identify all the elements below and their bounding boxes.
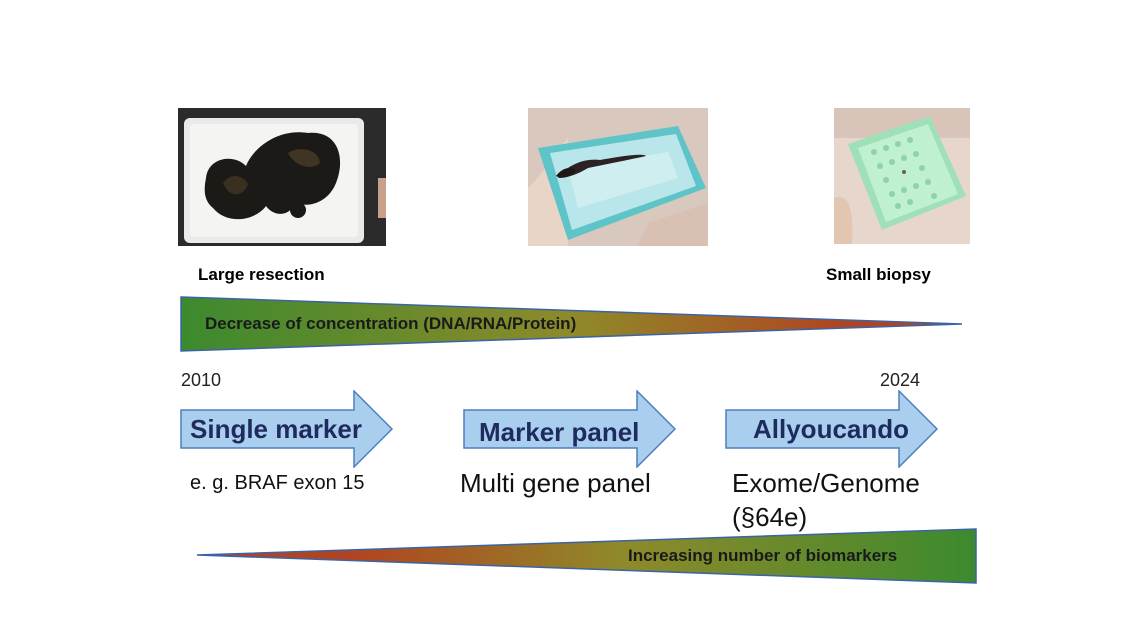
biomarker-label: Increasing number of biomarkers bbox=[628, 546, 898, 565]
small-biopsy-photo bbox=[834, 108, 970, 244]
stage-label-marker-panel: Marker panel bbox=[479, 416, 640, 447]
year-start: 2010 bbox=[181, 370, 222, 390]
stage-description-single-marker: e. g. BRAF exon 15 bbox=[190, 472, 365, 494]
stage-arrow-allyoucando: Allyoucando bbox=[725, 390, 939, 468]
stage-arrow-single-marker: Single marker bbox=[180, 390, 394, 468]
medium-sample-photo bbox=[528, 108, 708, 246]
concentration-label: Decrease of concentration (DNA/RNA/Prote… bbox=[205, 314, 577, 333]
stage-description-marker-panel: Multi gene panel bbox=[460, 468, 651, 498]
large-resection-caption: Large resection bbox=[198, 265, 325, 284]
small-biopsy-caption: Small biopsy bbox=[826, 265, 931, 284]
stage-arrow-marker-panel: Marker panel bbox=[463, 390, 677, 468]
stage-label-allyoucando: Allyoucando bbox=[753, 413, 910, 444]
stage-label-single-marker: Single marker bbox=[190, 413, 362, 444]
year-end: 2024 bbox=[880, 370, 921, 390]
large-resection-photo bbox=[178, 108, 386, 246]
biomarker-wedge bbox=[196, 528, 978, 584]
stage-description-allyoucando: Exome/Genome bbox=[732, 468, 920, 498]
stage-description-allyoucando-note: (§64e) bbox=[732, 502, 808, 532]
concentration-wedge bbox=[180, 296, 964, 352]
